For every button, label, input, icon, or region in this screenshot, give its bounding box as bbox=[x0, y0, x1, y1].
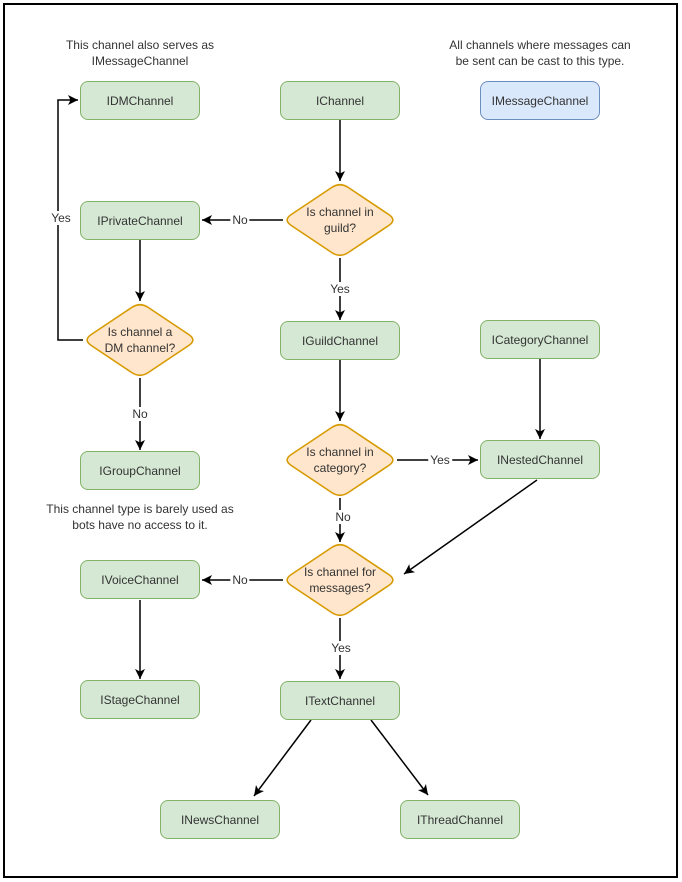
edge-label-guild-no: No bbox=[230, 213, 250, 227]
note-igroupchannel: This channel type is barely used as bots… bbox=[46, 502, 234, 532]
edge-label-dm-no: No bbox=[130, 407, 150, 421]
edge-label-messages-yes: Yes bbox=[329, 641, 353, 655]
node-iprivatechannel: IPrivateChannel bbox=[80, 201, 200, 240]
node-iguildchannel: IGuildChannel bbox=[280, 321, 400, 360]
decision-dm-shape bbox=[86, 303, 194, 377]
decision-messages-shape bbox=[286, 543, 394, 617]
edge-itextchannel-to-inewschannel bbox=[253, 719, 312, 797]
node-ivoicechannel: IVoiceChannel bbox=[80, 560, 200, 599]
node-ichannel: IChannel bbox=[280, 81, 400, 120]
decision-dm-label: Is channel a DM channel? bbox=[104, 325, 176, 355]
node-ithreadchannel: IThreadChannel bbox=[400, 800, 520, 839]
decision-messages-label: Is channel for messages? bbox=[303, 565, 377, 595]
node-igroupchannel: IGroupChannel bbox=[80, 451, 200, 490]
decision-guild-label: Is channel in guild? bbox=[306, 205, 374, 235]
node-idmchannel: IDMChannel bbox=[80, 81, 200, 120]
edge-label-messages-no: No bbox=[230, 573, 250, 587]
edge-itextchannel-to-ithreadchannel bbox=[370, 719, 429, 796]
note-imessagechannel: All channels where messages can be sent … bbox=[449, 38, 631, 68]
node-inestedchannel: INestedChannel bbox=[480, 440, 600, 479]
note-idmchannel: This channel also serves as IMessageChan… bbox=[65, 38, 215, 68]
decision-category-shape bbox=[286, 423, 394, 497]
node-istagechannel: IStageChannel bbox=[80, 680, 200, 719]
decision-guild-shape bbox=[286, 183, 394, 257]
node-inewschannel: INewsChannel bbox=[160, 800, 280, 839]
node-icategorychannel: ICategoryChannel bbox=[480, 320, 600, 359]
decision-category-label: Is channel in category? bbox=[306, 445, 374, 475]
edge-inestedchannel-to-messages-decision bbox=[403, 479, 538, 575]
edge-label-category-yes: Yes bbox=[428, 453, 452, 467]
node-imessagechannel: IMessageChannel bbox=[480, 81, 600, 120]
edge-label-category-no: No bbox=[333, 510, 353, 524]
edge-label-guild-yes: Yes bbox=[328, 282, 352, 296]
node-itextchannel: ITextChannel bbox=[280, 681, 400, 720]
edge-label-dm-yes: Yes bbox=[49, 211, 73, 225]
